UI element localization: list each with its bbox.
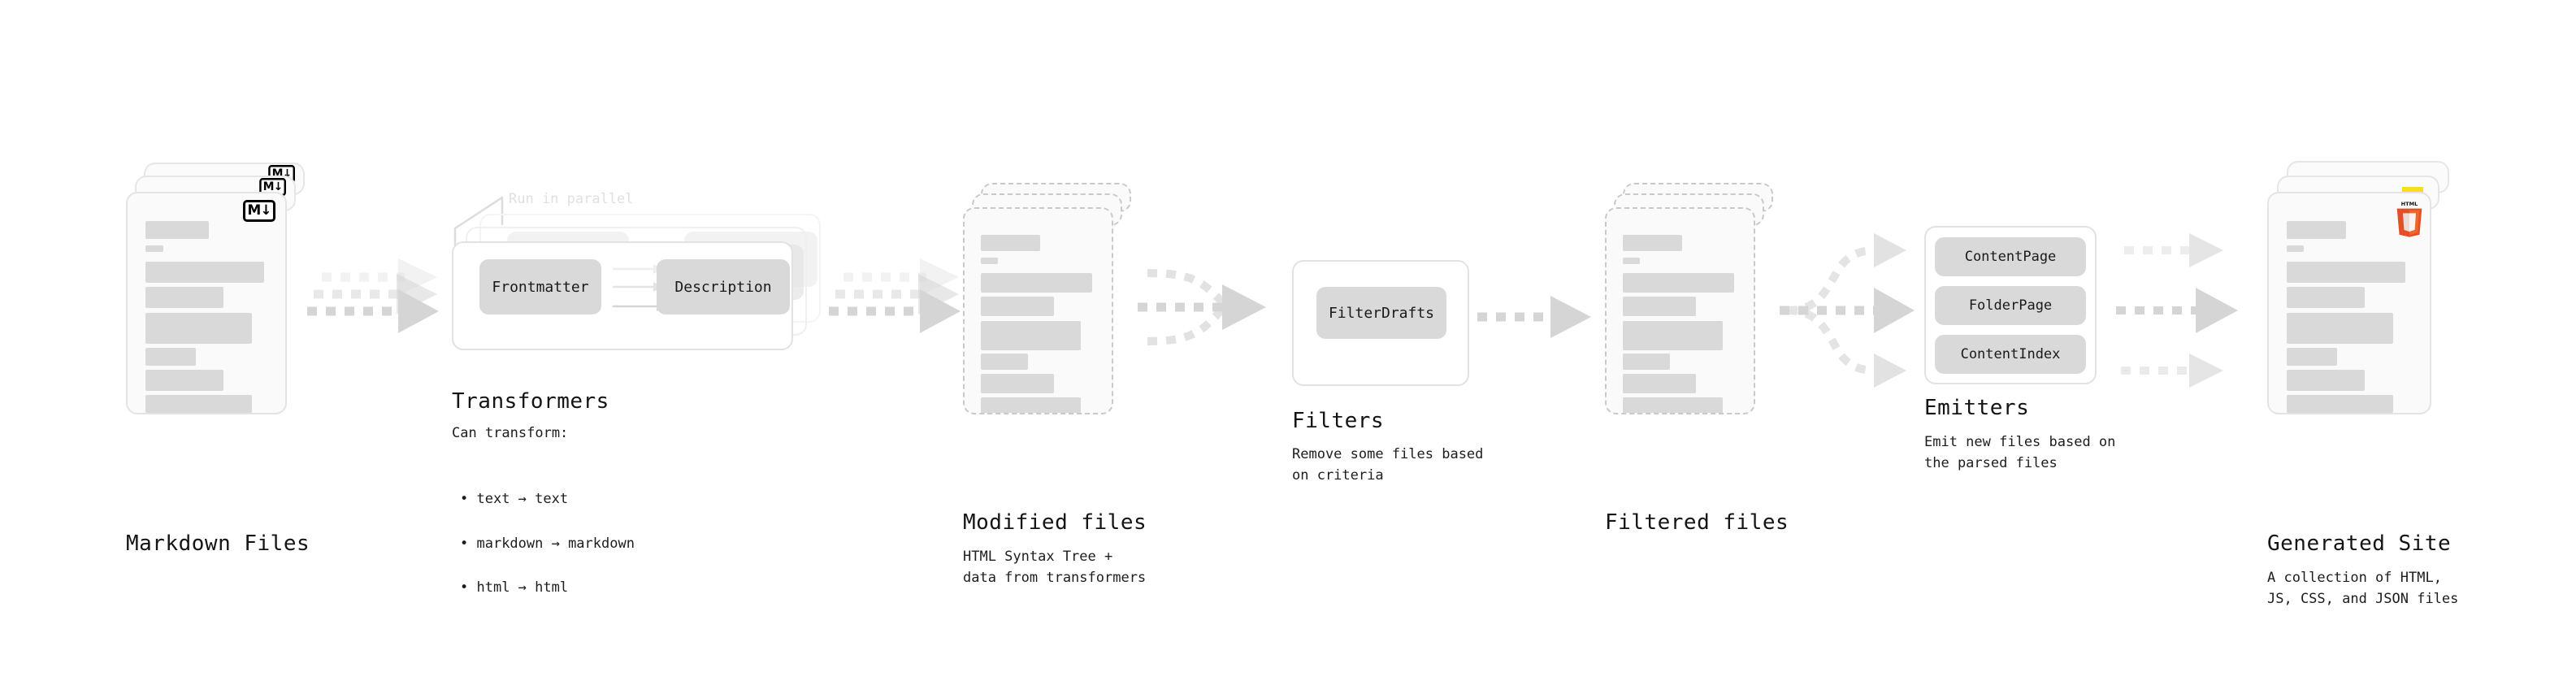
skeleton-bar (145, 313, 252, 344)
skeleton-bar (145, 395, 252, 413)
skeleton-bar (145, 348, 196, 366)
arrow-filtered-to-emitters (1780, 233, 1915, 388)
arrow-transformers-to-modified (829, 258, 961, 333)
skeleton-bar (145, 262, 264, 283)
emitters-title: Emitters (1924, 396, 2030, 420)
arrow-markdown-to-transformers (307, 258, 439, 333)
skeleton-bar (981, 321, 1081, 350)
generated-site-subtitle: A collection of HTML, JS, CSS, and JSON … (2267, 570, 2459, 608)
skeleton-bar (1623, 374, 1696, 393)
emitters-pill-contentpage[interactable]: ContentPage (1935, 237, 2086, 276)
filters-title: Filters (1292, 409, 1385, 433)
skeleton-bar (2287, 370, 2365, 391)
skeleton-bar (1623, 354, 1670, 370)
transformers-bullet: html → html (460, 577, 635, 599)
markdown-card-front (126, 192, 287, 414)
skeleton-bar (1623, 321, 1723, 350)
filtered-files-title: Filtered files (1605, 510, 1789, 535)
modified-card-stack (963, 183, 1134, 414)
transformers-bullet: markdown → markdown (460, 533, 634, 555)
skeleton-bar (981, 354, 1028, 370)
transformer-pill-frontmatter[interactable]: Frontmatter (479, 259, 601, 314)
run-in-parallel-bracket (453, 196, 504, 253)
skeleton-bar (145, 221, 209, 239)
filters-subtitle: Remove some files based on criteria (1292, 446, 1484, 484)
skeleton-bar (2287, 348, 2337, 366)
arrow-emitters-to-site (2116, 233, 2238, 388)
modified-files-subtitle: HTML Syntax Tree + data from transformer… (963, 549, 1147, 587)
skeleton-bar (145, 370, 223, 391)
transformers-bullet: text → text (460, 488, 635, 510)
filtered-card-front (1605, 207, 1755, 414)
svg-text:HTML: HTML (2401, 201, 2418, 207)
skeleton-bar (2287, 221, 2346, 239)
skeleton-bar (2287, 287, 2365, 308)
filtered-card-stack (1605, 183, 1776, 414)
markdown-card-stack: M↓ M↓ M↓ (126, 163, 305, 414)
stage-modified-files (963, 183, 1134, 414)
stage-transformers: Run in parallel Frontmatter Description (452, 191, 826, 354)
markdown-icon-back-1: M↓ (259, 178, 286, 197)
markdown-files-title: Markdown Files (126, 531, 310, 556)
skeleton-bar (981, 297, 1054, 316)
modified-files-title: Modified files (963, 510, 1147, 535)
filters-pill-filterdrafts[interactable]: FilterDrafts (1316, 287, 1446, 339)
skeleton-bar (1623, 397, 1723, 413)
skeleton-bar (1623, 258, 1640, 264)
html5-icon: HTML (2396, 201, 2422, 237)
skeleton-bar (1623, 297, 1696, 316)
transformer-pill-description[interactable]: Description (657, 259, 790, 314)
skeleton-bar (981, 273, 1092, 293)
skeleton-bar (2287, 262, 2405, 283)
transformers-subtitle-heading: Can transform: (452, 425, 569, 441)
site-card-stack: CSS HTML (2267, 161, 2450, 414)
markdown-icon: M↓ (243, 200, 275, 222)
transformers-title: Transformers (452, 389, 609, 414)
skeleton-bar (1623, 273, 1734, 293)
emitters-pill-folderpage[interactable]: FolderPage (1935, 286, 2086, 325)
skeleton-bar (981, 397, 1081, 413)
skeleton-bar (2287, 395, 2393, 413)
stage-generated-site: CSS HTML (2267, 161, 2450, 414)
arrow-filters-to-filtered (1477, 296, 1591, 338)
emitters-pill-contentindex[interactable]: ContentIndex (1935, 335, 2086, 374)
skeleton-bar (1623, 235, 1682, 251)
stage-markdown-files: M↓ M↓ M↓ (126, 163, 305, 414)
skeleton-bar (2287, 313, 2393, 344)
skeleton-bar (981, 374, 1054, 393)
skeleton-bar (145, 245, 163, 252)
generated-site-title: Generated Site (2267, 531, 2452, 556)
transformers-bullet-list: text → text markdown → markdown html → h… (460, 445, 635, 644)
skeleton-bar (2287, 245, 2304, 252)
modified-card-front (963, 207, 1113, 414)
run-in-parallel-label: Run in parallel (509, 191, 634, 207)
stage-filtered-files (1605, 183, 1776, 414)
arrow-modified-to-filters (1138, 269, 1266, 345)
skeleton-bar (981, 258, 998, 264)
skeleton-bar (145, 287, 223, 308)
emitters-subtitle: Emit new files based on the parsed files (1924, 434, 2116, 472)
skeleton-bar (981, 235, 1040, 251)
